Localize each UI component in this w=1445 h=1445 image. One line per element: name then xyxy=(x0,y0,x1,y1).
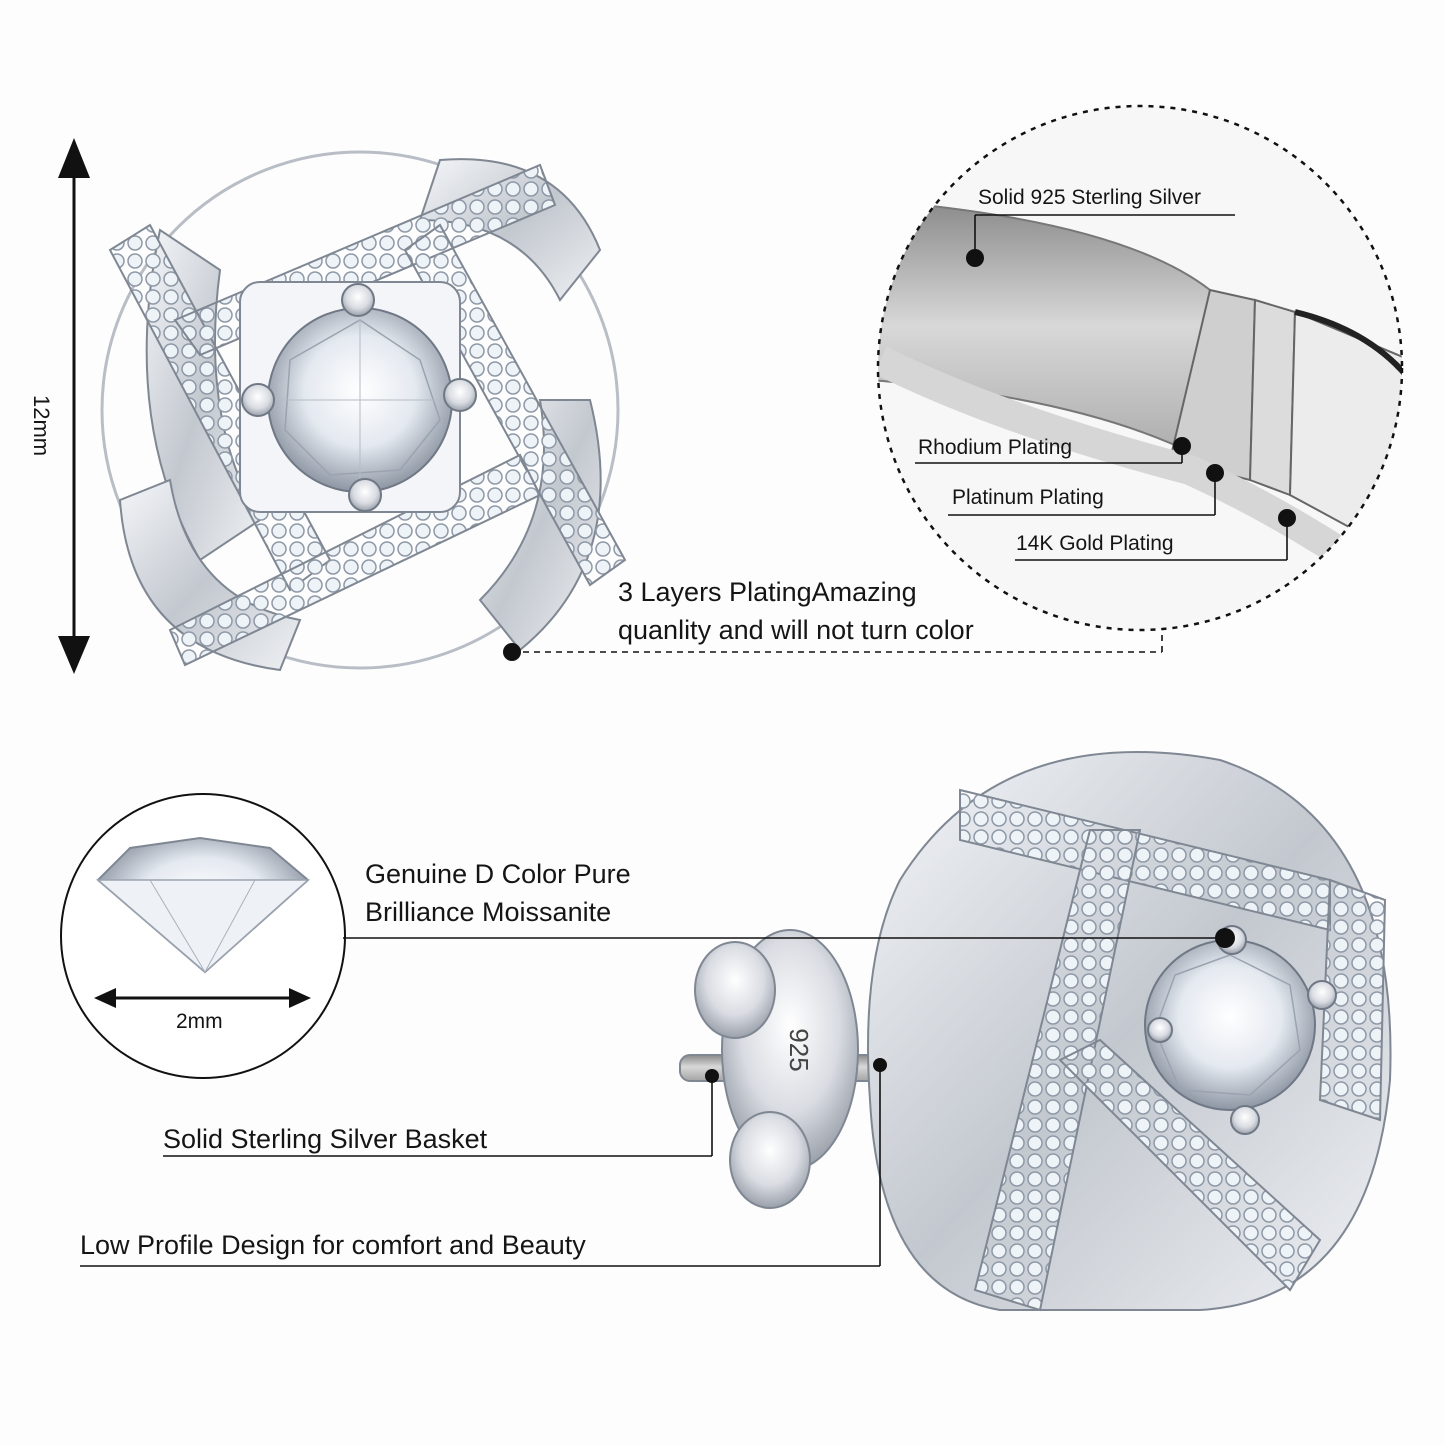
moissanite-label-line1: Genuine D Color Pure xyxy=(365,859,631,889)
solid-silver-label: Solid 925 Sterling Silver xyxy=(978,186,1201,209)
stone-size-label: 2mm xyxy=(176,1010,223,1033)
basket-label: Solid Sterling Silver Basket xyxy=(163,1124,488,1154)
callout-dots-top xyxy=(503,249,1296,661)
earring-side-view xyxy=(679,751,1392,1312)
plating-description-line2: quanlity and will not turn color xyxy=(618,615,974,645)
stone-detail-circle xyxy=(60,793,346,1079)
silver-stamp: 925 xyxy=(784,1028,814,1071)
gold-plating-label: 14K Gold Plating xyxy=(1016,532,1174,555)
callout-dots-bottom xyxy=(705,928,1235,1083)
callout-lines-bottom xyxy=(80,937,1225,1267)
height-dimension-label: 12mm xyxy=(29,395,54,457)
rhodium-plating-label: Rhodium Plating xyxy=(918,436,1073,459)
plating-cross-section xyxy=(876,104,1404,632)
low-profile-label: Low Profile Design for comfort and Beaut… xyxy=(80,1230,586,1260)
height-dimension-arrow xyxy=(58,138,90,674)
plating-description-line1: 3 Layers PlatingAmazing xyxy=(618,577,917,607)
platinum-plating-label: Platinum Plating xyxy=(952,486,1104,509)
callout-lines-top xyxy=(512,214,1288,653)
earring-front-view xyxy=(100,150,627,672)
moissanite-label-line2: Brilliance Moissanite xyxy=(365,897,612,927)
